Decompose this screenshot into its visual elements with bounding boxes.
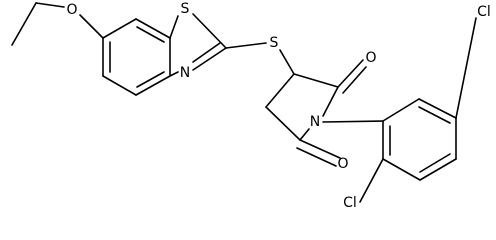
- bond-ethyl-ch2-o: [35, 2, 65, 8]
- label-backgrounds: [64, 0, 494, 212]
- dichlorophenyl-ring: [359, 17, 477, 203]
- bond-c2-n3: [192, 47, 227, 71]
- bond-ar-c5-cl: [455, 17, 477, 119]
- bond-c7a-c7: [135, 18, 171, 39]
- bond-ar-c6-c5-double: [418, 106, 451, 124]
- bond-c2-s: [225, 42, 267, 49]
- thioether-sulfur-label: S: [270, 35, 279, 51]
- bond-c2-o: [337, 59, 364, 88]
- bond-c4-c3: [265, 73, 295, 108]
- thiazole-ring: [169, 13, 227, 77]
- carbonyl-oxygen-bottom-label: O: [337, 156, 348, 172]
- chlorine-top-label: Cl: [477, 4, 491, 20]
- bond-n1-aryl: [322, 120, 384, 123]
- imide-nitrogen-label: N: [310, 114, 320, 130]
- thiazole-sulfur-label: S: [181, 1, 190, 17]
- bond-c4-c3a: [135, 75, 171, 96]
- bond-ar-c4-c3-double: [419, 153, 451, 173]
- bond-s1-c2: [192, 13, 227, 49]
- benzothiazole-benzene-ring: [102, 18, 171, 96]
- bond-c2-n3-double: [192, 42, 221, 63]
- bond-c7a-c7-double: [136, 26, 165, 43]
- ethoxy-oxygen-label: O: [66, 2, 77, 18]
- bond-n3-c3a: [169, 71, 179, 77]
- bond-ar-c1-c6: [382, 98, 420, 122]
- bond-ar-c4-c3: [419, 158, 457, 181]
- bond-c5-c4: [102, 75, 137, 96]
- bond-c5-o: [299, 139, 341, 159]
- bond-s-c3: [279, 49, 295, 75]
- bond-c4-c3a-double: [136, 71, 165, 88]
- bond-c7-c6: [102, 18, 137, 39]
- bond-c3-c2: [293, 73, 339, 88]
- bond-o-benzene: [79, 14, 104, 39]
- bond-ar-c3-c2: [382, 158, 421, 181]
- bond-c2-n1: [322, 86, 339, 117]
- bond-c5-o-double: [296, 147, 337, 167]
- bond-c7a-s1: [169, 15, 179, 39]
- bond-n1-c5: [299, 128, 310, 141]
- carbonyl-oxygen-top-label: O: [365, 50, 376, 66]
- bond-c2-o-double: [342, 66, 367, 94]
- bond-ethyl-ch3-ch2: [11, 2, 37, 46]
- thiazole-nitrogen-label: N: [180, 65, 190, 81]
- succinimide-ring: [265, 59, 367, 167]
- thioether-link: [225, 42, 295, 75]
- bond-c5-c4: [265, 106, 301, 141]
- bond-ar-c6-c5: [418, 98, 457, 119]
- molecule-structure: O S N S O O N Cl Cl: [11, 0, 494, 212]
- chlorine-bottom-label: Cl: [343, 195, 357, 211]
- ethoxy-group: [11, 2, 104, 46]
- bond-ar-c2-cl: [359, 158, 384, 203]
